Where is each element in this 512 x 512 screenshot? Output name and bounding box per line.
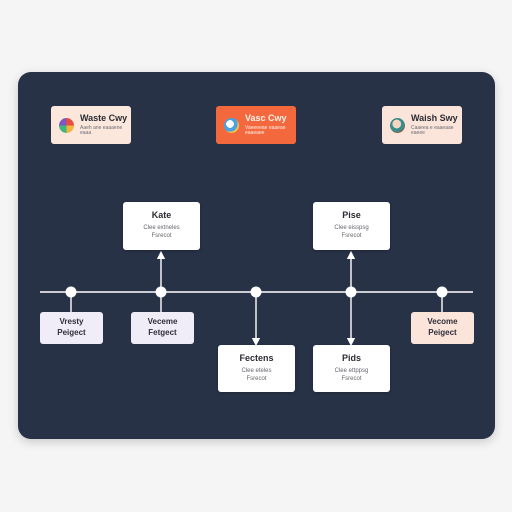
project-pill-3-line2: Peigect [428, 327, 457, 337]
node-kate[interactable]: Kate Clee extneles Fsrecot [123, 202, 200, 250]
node-pids[interactable]: Pids Clee ettppsg Fsrecot [313, 345, 390, 392]
header-card-2[interactable]: Vasc Cwy Vaeeeeae eaaeae eaaeaee [216, 106, 296, 144]
node-pise[interactable]: Pise Clee eisspsg Fsrecot [313, 202, 390, 250]
header-card-1-subtitle: Aaeh ane eaaaene eaaa [80, 125, 123, 136]
project-pill-3-line1: Vecome [427, 317, 458, 326]
project-pill-3[interactable]: Vecome Peigect [411, 312, 474, 344]
project-pill-2[interactable]: Veceme Fetgect [131, 312, 194, 344]
project-pill-1-line2: Peigect [57, 327, 86, 337]
header-card-1-title: Waste Cwy [80, 113, 128, 123]
project-pill-2-line1: Veceme [147, 317, 178, 326]
node-kate-line1: Clee extneles [143, 225, 180, 231]
header-card-1[interactable]: Waste Cwy Aaeh ane eaaaene eaaa [51, 106, 131, 144]
node-pise-title: Pise [342, 210, 361, 220]
node-kate-line2: Fsrecot [151, 232, 172, 239]
node-fectens-line2: Fsrecot [246, 375, 267, 382]
header-card-3-title: Waish Swy [411, 113, 458, 123]
node-pise-line2: Fsrecot [341, 232, 362, 239]
header-card-3-subtitle: Caaeea e eaaeaae eaeee [411, 125, 454, 136]
node-pids-title: Pids [341, 353, 361, 363]
avatar-icon [390, 117, 405, 133]
globe-icon [224, 117, 239, 133]
timeline-end-tag: TM [460, 279, 471, 286]
project-pill-1[interactable]: Vresty Peigect [40, 312, 103, 344]
timeline-start-tag: TM [39, 279, 50, 286]
diagram-board: Waste Cwy Aaeh ane eaaaene eaaa Vasc Cwy… [18, 72, 495, 439]
node-pise-line1: Clee eisspsg [334, 225, 369, 231]
timeline-dot-1 [65, 286, 77, 298]
timeline-dot-3 [250, 286, 262, 298]
node-pids-line1: Clee ettppsg [334, 368, 369, 374]
project-pill-1-line1: Vresty [59, 317, 84, 326]
connector-lines [40, 250, 473, 347]
node-pids-line2: Fsrecot [341, 375, 362, 382]
color-wheel-icon [59, 117, 74, 133]
header-card-2-subtitle: Vaeeeeae eaaeae eaaeaee [245, 125, 286, 136]
header-card-2-title: Vasc Cwy [245, 113, 287, 123]
node-kate-title: Kate [151, 210, 172, 220]
node-fectens-title: Fectens [239, 353, 274, 363]
node-fectens-line1: Clee eteles [241, 368, 272, 374]
timeline-dot-2 [155, 286, 167, 298]
header-card-3[interactable]: Waish Swy Caaeea e eaaeaae eaeee [382, 106, 462, 144]
node-fectens[interactable]: Fectens Clee eteles Fsrecot [218, 345, 295, 392]
project-pill-2-line2: Fetgect [148, 327, 177, 337]
timeline-dot-4 [345, 286, 357, 298]
timeline-dot-5 [436, 286, 448, 298]
